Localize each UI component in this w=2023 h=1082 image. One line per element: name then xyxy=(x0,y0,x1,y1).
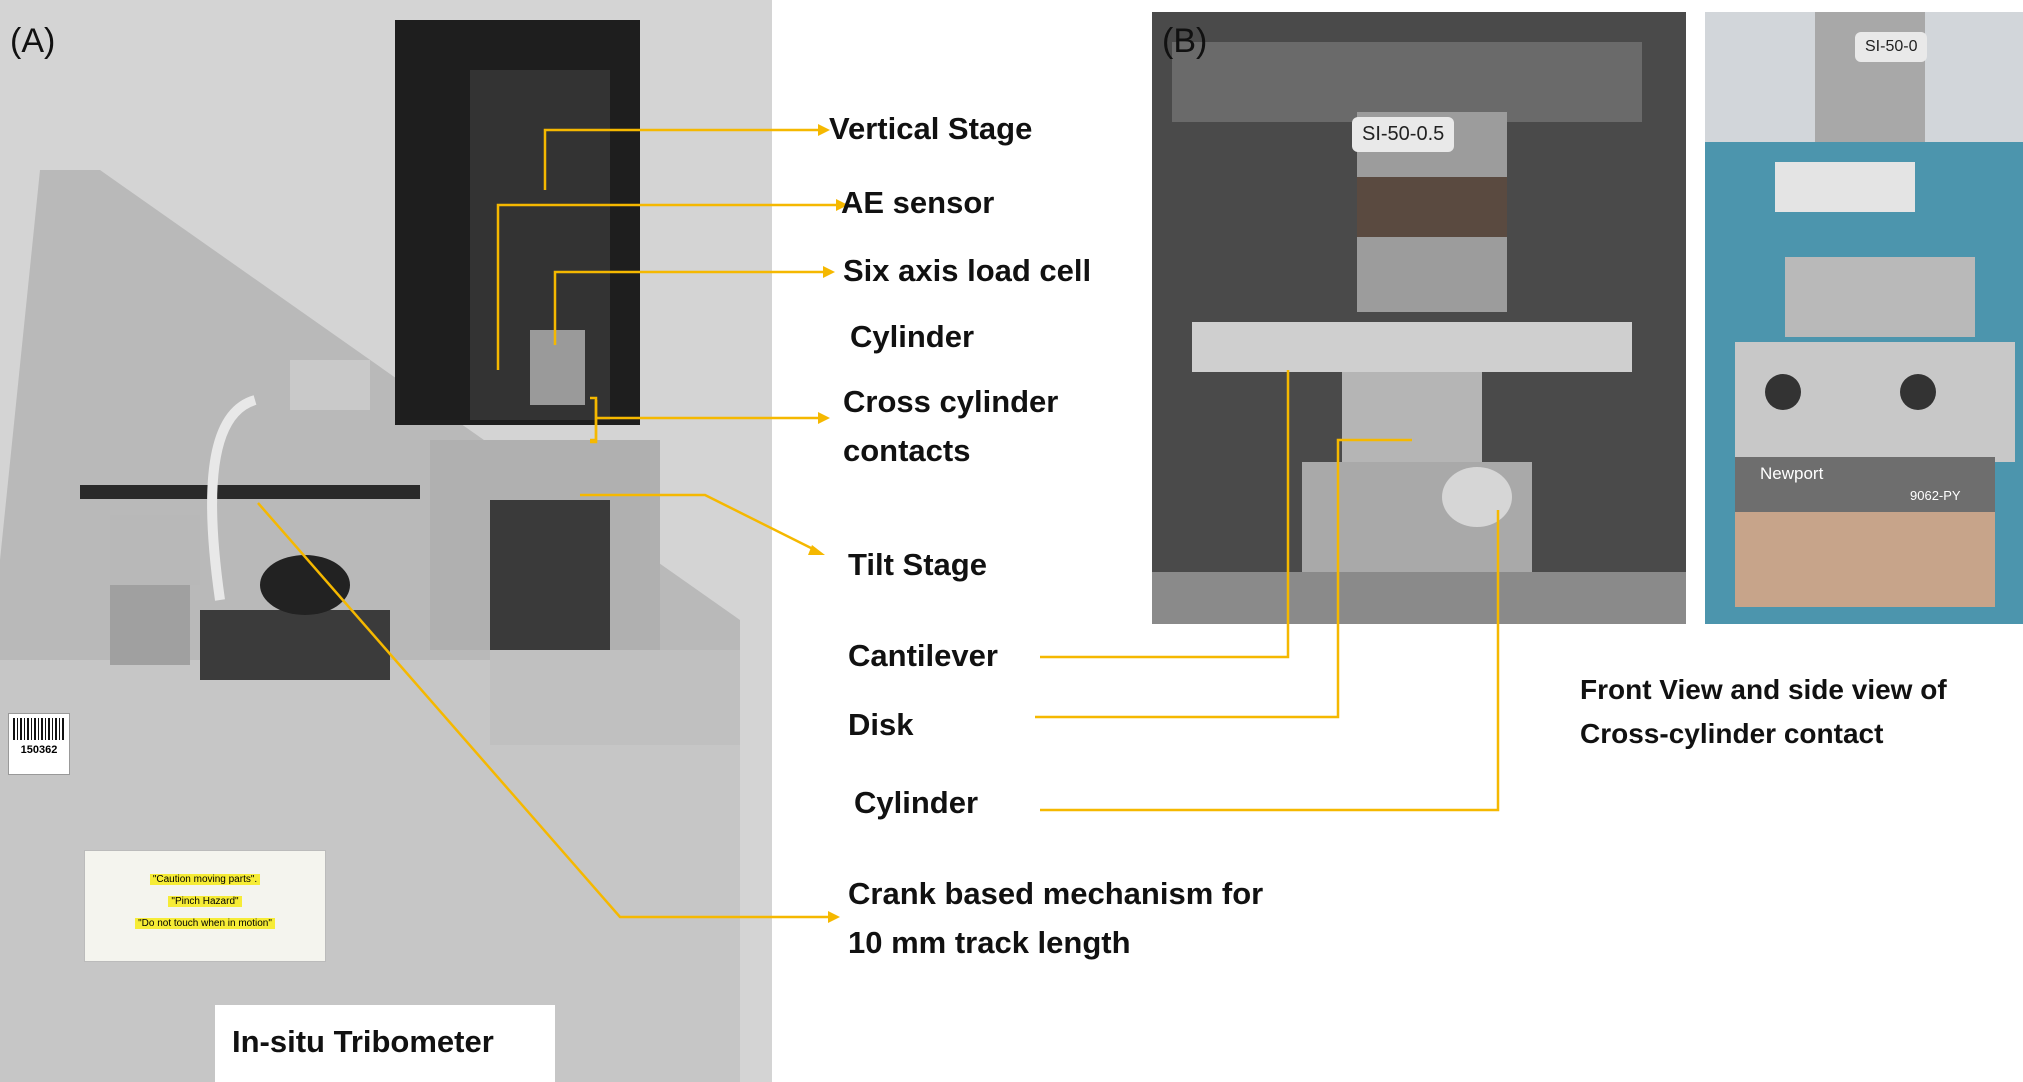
label-cylinder-top: Cylinder xyxy=(850,319,975,354)
warning-line-2: "Pinch Hazard" xyxy=(168,896,242,907)
front-view-illustration xyxy=(1152,12,1686,624)
label-cross-cylinder-line1: Cross cylinder xyxy=(843,384,1059,419)
label-tilt-stage: Tilt Stage xyxy=(848,547,987,582)
leader-tilt-stage xyxy=(580,493,816,552)
stage-brand: Newport xyxy=(1760,464,1824,483)
leader-disk xyxy=(1035,438,1412,719)
side-caption-line1: Front View and side view of xyxy=(1580,674,1947,705)
arrowhead-crank xyxy=(828,911,840,923)
leader-cantilever xyxy=(1040,370,1290,659)
leader-cross-cylinder xyxy=(590,400,820,442)
warning-line-3: "Do not touch when in motion" xyxy=(135,918,275,929)
stage-model: 9062-PY xyxy=(1910,488,1961,503)
warning-line-1: "Caution moving parts". xyxy=(149,874,261,885)
label-vertical-stage: Vertical Stage xyxy=(829,111,1033,146)
label-crank-line2: 10 mm track length xyxy=(848,925,1131,960)
asset-barcode-tag: 150362 xyxy=(8,713,70,775)
leader-crank xyxy=(257,502,830,919)
label-crank-line1: Crank based mechanism for xyxy=(848,876,1264,911)
label-cross-cylinder-line2: contacts xyxy=(843,433,971,468)
label-ae-sensor: AE sensor xyxy=(841,185,995,220)
barcode-bars xyxy=(13,718,65,740)
label-cantilever: Cantilever xyxy=(848,638,998,673)
side-caption-line2: Cross-cylinder contact xyxy=(1580,718,1884,749)
leader-load-cell xyxy=(553,270,825,345)
tribometer-photo: 150362 "Caution moving parts". "Pinch Ha… xyxy=(0,0,772,1082)
arrowhead-load-cell xyxy=(823,266,835,278)
side-view-caption: Front View and side view of Cross-cylind… xyxy=(1580,668,1947,756)
arrowhead-tilt-stage xyxy=(808,545,825,555)
label-six-axis-load-cell: Six axis load cell xyxy=(843,253,1092,288)
arrowhead-cross-cylinder xyxy=(818,412,830,424)
load-cell-label: SI-50-0.5 xyxy=(1352,117,1455,152)
side-view-photo: SI-50-0 Newport 9062-PY xyxy=(1705,12,2023,624)
arrowhead-vertical-stage xyxy=(818,124,830,136)
label-cylinder-bottom: Cylinder xyxy=(854,785,979,820)
arrowhead-ae-sensor xyxy=(836,199,848,211)
barcode-number: 150362 xyxy=(20,744,58,756)
leader-vertical-stage xyxy=(543,128,820,190)
side-view-illustration xyxy=(1705,12,2023,624)
panel-letter-a: (A) xyxy=(10,22,56,60)
leader-cylinder-bottom xyxy=(1040,510,1500,812)
caption-background xyxy=(215,1005,555,1082)
load-cell-label-short: SI-50-0 xyxy=(1855,32,1928,62)
tribometer-illustration xyxy=(0,0,772,1082)
tribometer-caption: In-situ Tribometer xyxy=(232,1024,494,1059)
panel-letter-b: (B) xyxy=(1162,22,1208,60)
warning-sticker: "Caution moving parts". "Pinch Hazard" "… xyxy=(84,850,326,962)
leader-ae-sensor xyxy=(496,203,838,370)
cross-cylinder-bracket xyxy=(590,396,598,444)
label-disk: Disk xyxy=(848,707,914,742)
front-view-photo: SI-50-0.5 xyxy=(1152,12,1686,624)
